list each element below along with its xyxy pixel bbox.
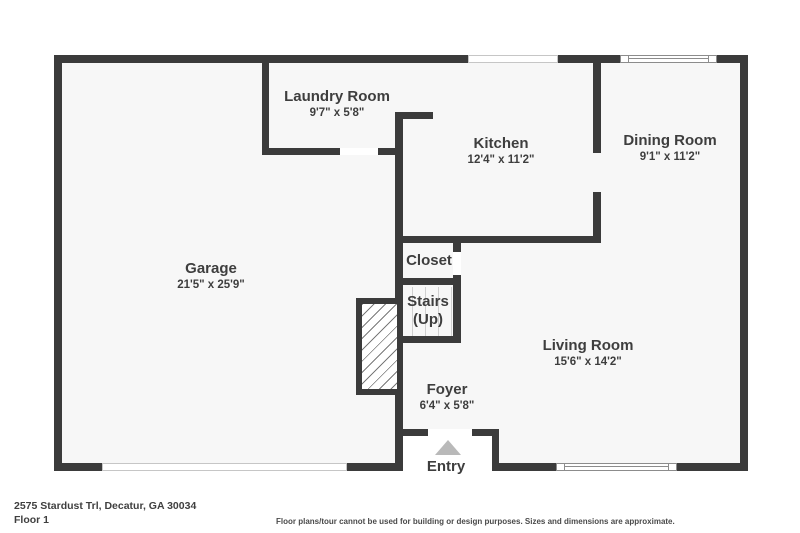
room-name: Entry	[426, 458, 466, 475]
door-entry	[428, 429, 472, 436]
wall-kitchen-dining-upper	[593, 55, 601, 153]
room-name: Foyer	[426, 381, 468, 398]
door-closet	[453, 252, 461, 275]
room-dims: 6'4" x 5'8"	[419, 400, 475, 412]
wall-outer-left	[54, 55, 62, 471]
room-label-laundry: Laundry Room 9'7" x 5'8"	[284, 88, 390, 122]
disclaimer-text: Floor plans/tour cannot be used for buil…	[276, 517, 675, 526]
floor-label: Floor 1	[14, 514, 50, 526]
room-name: Closet	[406, 252, 452, 269]
stair-tread	[412, 287, 413, 336]
wall-outer-top	[54, 55, 748, 63]
room-name: Garage	[185, 260, 237, 277]
room-label-living: Living Room 15'6" x 14'2"	[543, 337, 634, 371]
room-name: Kitchen	[473, 135, 529, 152]
room-dims: 15'6" x 14'2"	[554, 356, 622, 368]
wall-kitchen-south	[395, 236, 600, 243]
wall-closet-stairs-east	[453, 236, 461, 343]
wall-outer-right	[740, 55, 748, 471]
room-dims: 9'7" x 5'8"	[309, 107, 365, 119]
room-dims: (Up)	[412, 311, 443, 328]
room-label-garage: Garage 21'5" x 25'9"	[177, 260, 245, 294]
property-address: 2575 Stardust Trl, Decatur, GA 30034	[14, 500, 197, 512]
window-dining-top	[620, 55, 717, 63]
room-label-kitchen: Kitchen 12'4" x 11'2"	[468, 135, 535, 169]
window-glass	[564, 464, 669, 470]
wall-closet-south	[395, 278, 461, 285]
stair-void-hatch	[356, 298, 403, 395]
entry-arrow-icon	[435, 440, 461, 455]
room-label-foyer: Foyer 6'4" x 5'8"	[420, 381, 475, 415]
garage-door-opening	[102, 463, 347, 471]
wall-kitchen-northwest-stub	[395, 112, 433, 119]
room-name: Stairs	[407, 293, 449, 310]
room-dims: 21'5" x 25'9"	[177, 279, 245, 291]
stair-tread	[451, 287, 452, 336]
wall-laundry-south	[262, 148, 403, 155]
room-name: Living Room	[542, 337, 634, 354]
room-label-entry: Entry	[427, 458, 465, 476]
room-dims: 12'4" x 11'2"	[467, 154, 535, 166]
room-label-closet: Closet	[406, 252, 452, 270]
room-name: Laundry Room	[284, 88, 390, 105]
wall-laundry-west	[262, 55, 269, 155]
wall-kitchen-dining-lower	[593, 192, 601, 243]
door-laundry	[340, 148, 378, 155]
room-dims: 9'1" x 11'2"	[639, 151, 701, 163]
window-living-bottom	[556, 463, 677, 471]
room-name: Dining Room	[623, 132, 717, 149]
window-kitchen-top	[468, 55, 558, 63]
window-glass	[628, 56, 709, 62]
room-label-dining: Dining Room 9'1" x 11'2"	[623, 132, 716, 166]
stair-tread	[438, 287, 439, 336]
wall-entry-east	[492, 429, 499, 471]
wall-stairs-south	[398, 336, 460, 343]
room-label-stairs: Stairs (Up)	[407, 293, 449, 329]
stair-tread	[425, 287, 426, 336]
